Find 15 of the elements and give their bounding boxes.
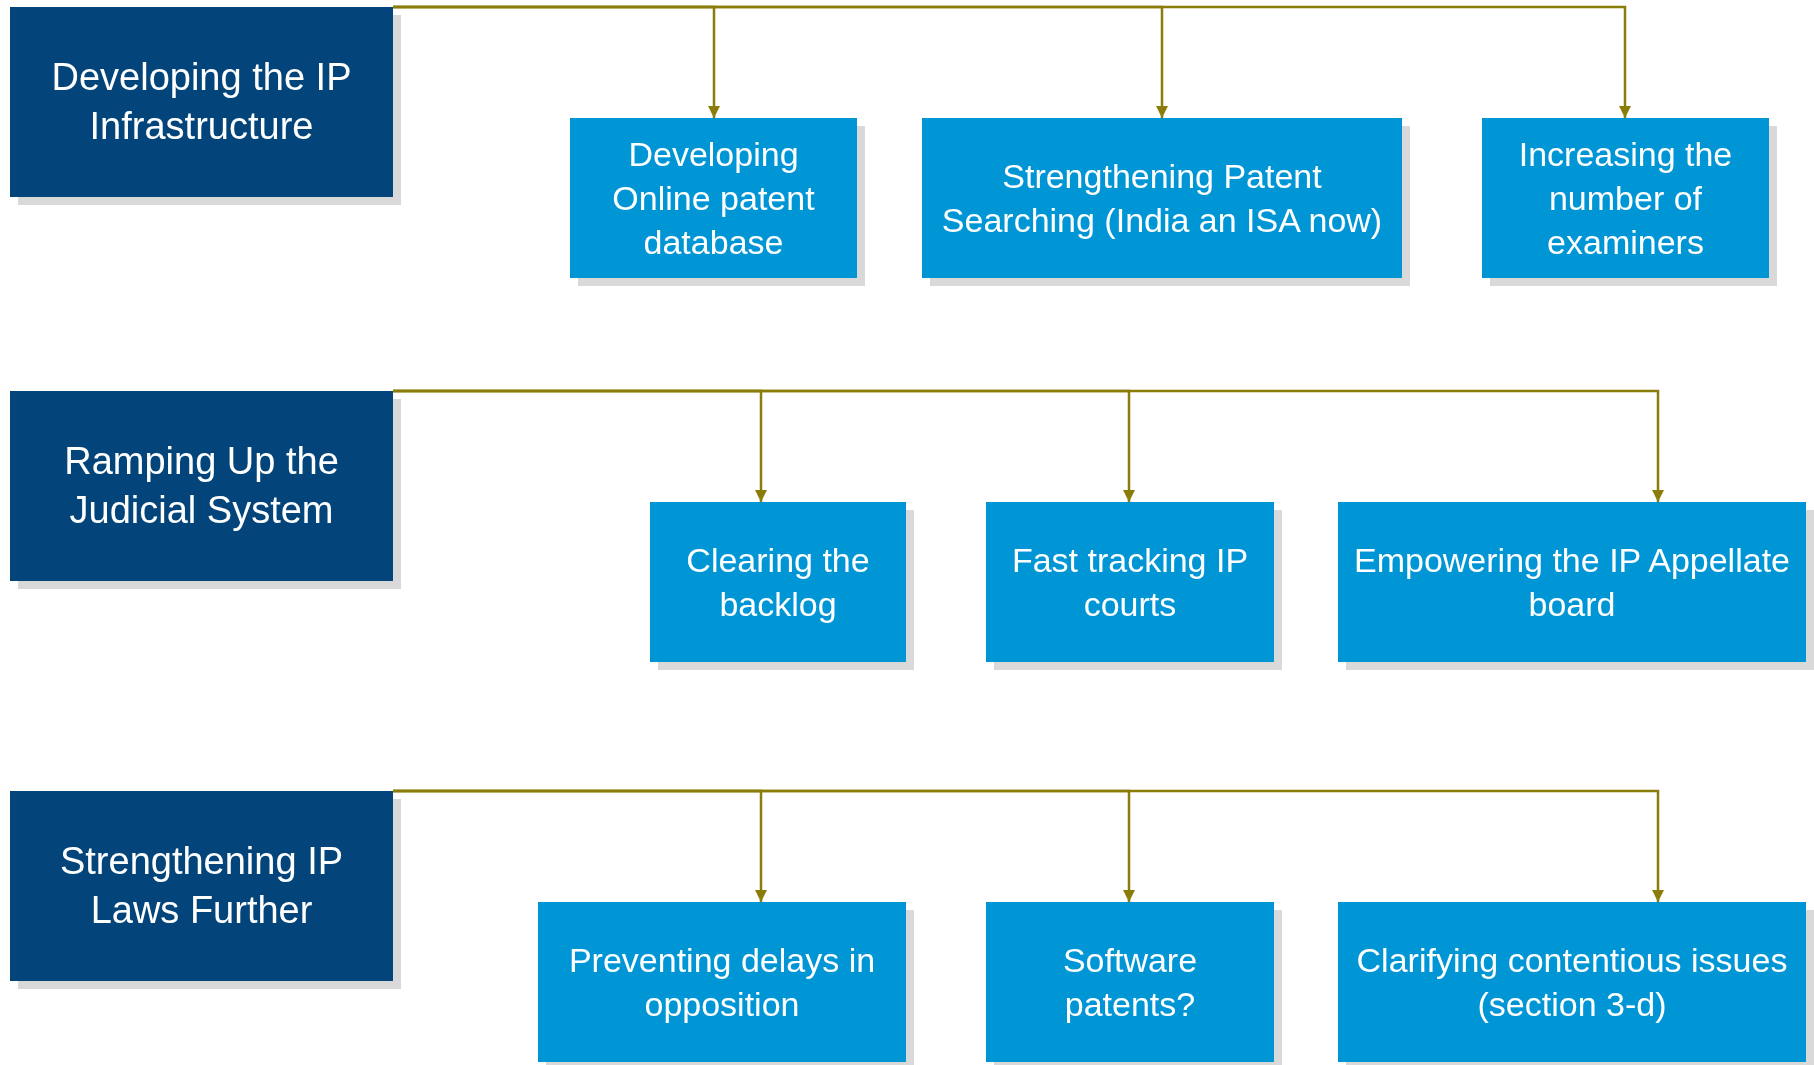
connector-arrow bbox=[393, 789, 1665, 902]
box-label: Fast tracking IP courts bbox=[1010, 539, 1250, 625]
box-label: Increasing the number of examiners bbox=[1517, 133, 1734, 264]
box-label: Preventing delays in opposition bbox=[567, 939, 877, 1025]
box-label: Empowering the IP Appellate board bbox=[1353, 539, 1791, 625]
box-label: Software patents? bbox=[1061, 939, 1199, 1025]
connector-arrow bbox=[393, 389, 1665, 502]
box-label: Clarifying contentious issues (section 3-d) bbox=[1355, 939, 1789, 1025]
box-label: Clearing the backlog bbox=[685, 539, 871, 625]
box-label: Developing the IP Infrastructure bbox=[50, 54, 353, 149]
box-label: Developing Online patent database bbox=[611, 133, 816, 264]
box-label: Strengthening Patent Searching (India an ISA now) bbox=[940, 155, 1384, 241]
connector-arrow bbox=[393, 5, 1632, 118]
box-label: Strengthening IP Laws Further bbox=[58, 838, 345, 933]
box-label: Ramping Up the Judicial System bbox=[63, 438, 340, 533]
